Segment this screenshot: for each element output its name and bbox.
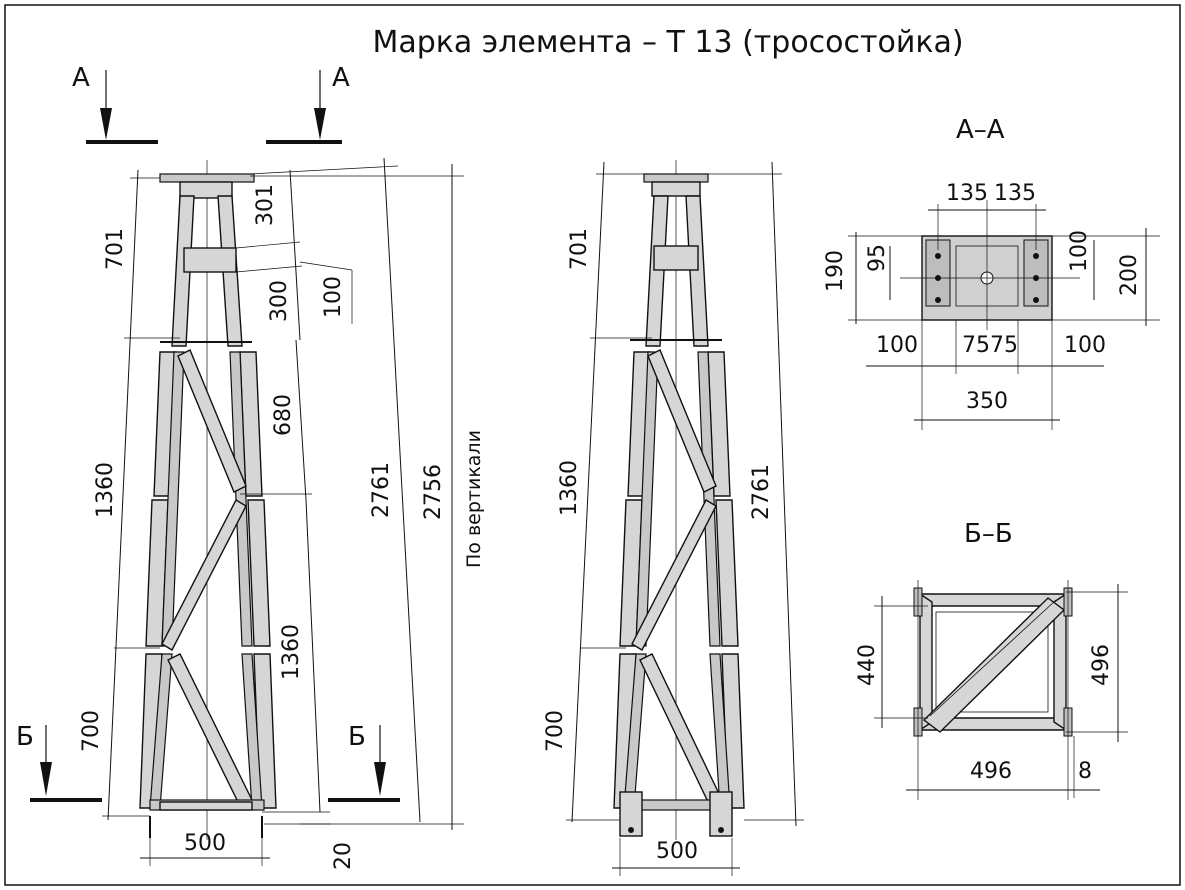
svg-text:8: 8 [1078,759,1092,784]
svg-text:440: 440 [855,644,880,686]
svg-text:100: 100 [1064,333,1106,358]
svg-text:496: 496 [1089,644,1114,686]
svg-text:А: А [332,63,350,93]
svg-text:500: 500 [184,831,226,856]
svg-text:100: 100 [1067,230,1092,272]
svg-text:701: 701 [103,228,128,270]
svg-text:300: 300 [267,280,292,322]
svg-text:По вертикали: По вертикали [463,430,485,568]
svg-text:190: 190 [823,250,848,292]
drawing-title: Марка элемента – Т 13 (тросостойка) [372,25,963,60]
svg-text:А–А: А–А [956,115,1005,145]
svg-text:Б–Б: Б–Б [964,519,1013,549]
section-aa: А–А 135 135 190 95 100 200 [823,115,1160,430]
svg-text:А: А [72,63,90,93]
section-bb: Б–Б 440 496 496 8 [855,519,1128,800]
sheet-frame [4,4,1181,886]
svg-text:95: 95 [865,244,890,272]
side-view: 701 1360 700 2761 500 [543,160,804,876]
svg-text:1360: 1360 [279,624,304,680]
svg-text:200: 200 [1117,254,1142,296]
section-mark-b-left: Б [16,722,102,802]
svg-text:680: 680 [271,394,296,436]
section-mark-a-right: А [266,63,350,144]
svg-text:700: 700 [79,710,104,752]
svg-text:701: 701 [567,228,592,270]
section-mark-a-left: А [72,63,158,144]
svg-text:100: 100 [876,333,918,358]
svg-text:2761: 2761 [369,462,394,518]
front-view: 701 1360 700 301 300 100 680 1360 2761 2… [79,157,485,870]
svg-text:301: 301 [253,184,278,226]
svg-text:Б: Б [348,722,366,752]
svg-text:2756: 2756 [421,464,446,520]
svg-text:135: 135 [946,181,988,206]
svg-text:2761: 2761 [749,464,774,520]
svg-text:1360: 1360 [557,460,582,516]
svg-text:7575: 7575 [962,333,1018,358]
svg-text:100: 100 [321,276,346,318]
svg-text:Б: Б [16,722,34,752]
svg-text:1360: 1360 [93,462,118,518]
svg-text:350: 350 [966,389,1008,414]
section-mark-b-right: Б [328,722,400,802]
svg-text:496: 496 [970,759,1012,784]
svg-text:20: 20 [331,842,356,870]
svg-text:700: 700 [543,710,568,752]
svg-text:135: 135 [994,181,1036,206]
svg-text:500: 500 [656,839,698,864]
